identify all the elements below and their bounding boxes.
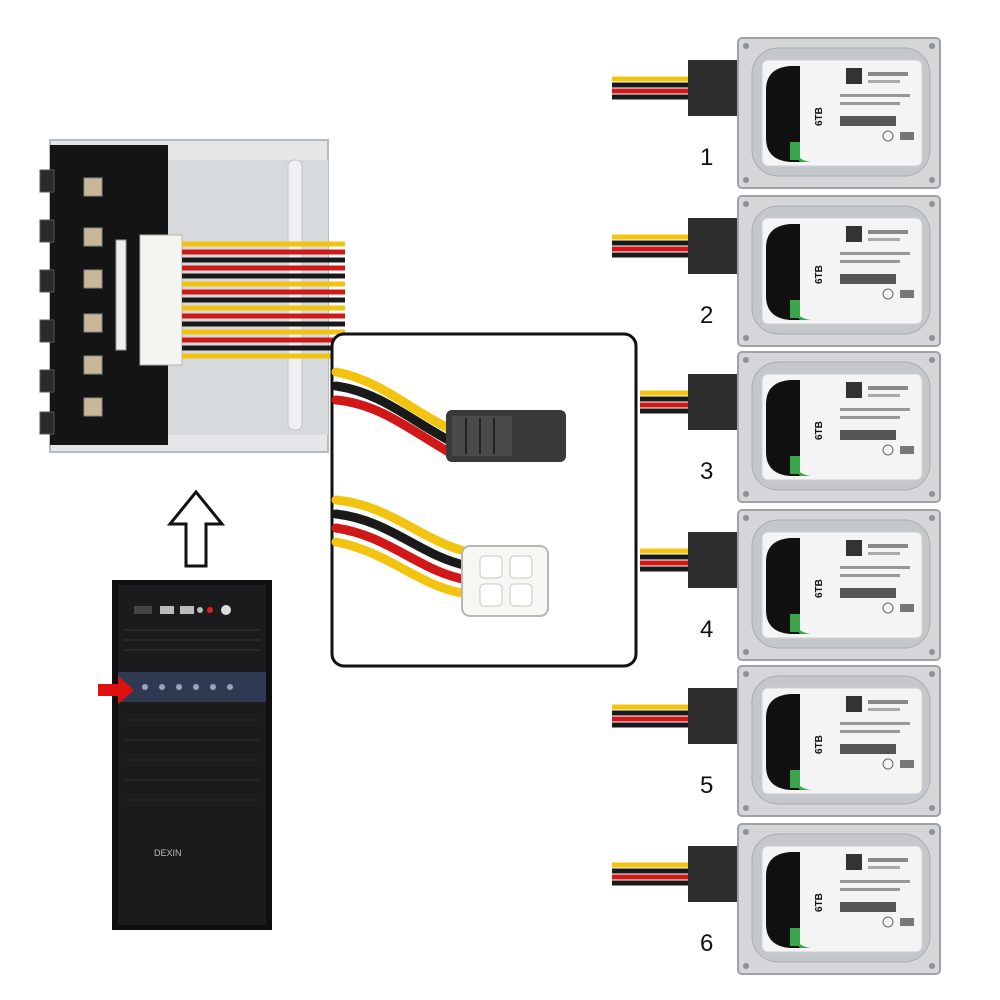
qr-code-icon xyxy=(846,68,862,84)
cert-mark-icon xyxy=(882,288,894,300)
red-arrow-icon xyxy=(98,676,134,704)
qr-code-icon xyxy=(846,382,862,398)
screw-icon xyxy=(743,829,749,835)
hard-drive: 6TB 4 xyxy=(640,509,941,661)
screw-icon xyxy=(929,671,935,677)
screw-icon xyxy=(929,201,935,207)
cert-mark-icon xyxy=(882,602,894,614)
qr-code-icon xyxy=(846,226,862,242)
cable-inset xyxy=(330,332,638,668)
barcode-icon xyxy=(840,116,896,126)
barcode-icon xyxy=(840,430,896,440)
hard-drive: 6TB 6 xyxy=(612,823,941,975)
sata-power-plug xyxy=(688,532,738,588)
drive-power-cable xyxy=(612,704,690,728)
screw-icon xyxy=(929,649,935,655)
barcode-icon xyxy=(840,274,896,284)
screw-icon xyxy=(929,43,935,49)
drive-power-cable xyxy=(640,548,690,572)
drive-number: 4 xyxy=(700,616,713,643)
drive-bay-expander xyxy=(39,139,345,453)
hard-drive: 6TB 2 xyxy=(612,195,941,347)
screw-icon xyxy=(929,963,935,969)
barcode-icon xyxy=(840,902,896,912)
qr-code-icon xyxy=(846,854,862,870)
screw-icon xyxy=(929,335,935,341)
cert-mark-icon xyxy=(882,444,894,456)
drive-number: 3 xyxy=(700,458,713,485)
hard-drive-column: 6TB 1 6TB 2 6TB 3 6TB 4 6TB 5 6TB 6 xyxy=(612,37,941,975)
screw-icon xyxy=(743,671,749,677)
screw-icon xyxy=(743,201,749,207)
sata-power-plug xyxy=(688,218,738,274)
sata-power-plug xyxy=(688,688,738,744)
hard-drive: 6TB 5 xyxy=(612,665,941,817)
drive-capacity: 6TB xyxy=(814,735,825,754)
screw-icon xyxy=(743,649,749,655)
cert-mark-icon xyxy=(882,916,894,928)
hard-drive: 6TB 3 xyxy=(640,351,941,503)
screw-icon xyxy=(929,805,935,811)
qr-code-icon xyxy=(846,540,862,556)
molex-connector-icon xyxy=(461,545,549,617)
installed-bay-panel xyxy=(118,672,266,702)
sata-power-plug xyxy=(688,846,738,902)
screw-icon xyxy=(743,357,749,363)
drive-capacity: 6TB xyxy=(814,265,825,284)
drive-power-cable xyxy=(612,862,690,886)
case-brand: DEXIN xyxy=(154,848,182,858)
screw-icon xyxy=(929,177,935,183)
drive-capacity: 6TB xyxy=(814,579,825,598)
screw-icon xyxy=(929,357,935,363)
barcode-icon xyxy=(840,588,896,598)
drive-power-cable xyxy=(612,76,690,100)
screw-icon xyxy=(743,515,749,521)
barcode-icon xyxy=(840,744,896,754)
drive-number: 1 xyxy=(700,144,713,171)
drive-capacity: 6TB xyxy=(814,107,825,126)
drive-capacity: 6TB xyxy=(814,893,825,912)
pc-tower: DEXIN xyxy=(112,580,272,930)
bay-wires xyxy=(182,241,345,359)
screw-icon xyxy=(743,335,749,341)
qr-code-icon xyxy=(846,696,862,712)
drive-power-cable xyxy=(612,234,690,258)
cert-mark-icon xyxy=(882,758,894,770)
drive-number: 2 xyxy=(700,302,713,329)
screw-icon xyxy=(743,805,749,811)
screw-icon xyxy=(929,829,935,835)
drive-power-cable xyxy=(640,390,690,414)
cert-mark-icon xyxy=(882,130,894,142)
screw-icon xyxy=(743,491,749,497)
screw-icon xyxy=(743,43,749,49)
screw-icon xyxy=(929,515,935,521)
screw-icon xyxy=(743,177,749,183)
drive-number: 5 xyxy=(700,772,713,799)
sata-connector-icon xyxy=(446,410,566,462)
sata-power-plug xyxy=(688,60,738,116)
screw-icon xyxy=(929,491,935,497)
drive-number: 6 xyxy=(700,930,713,957)
up-arrow-icon xyxy=(166,489,226,568)
drive-capacity: 6TB xyxy=(814,421,825,440)
bay-power-switches xyxy=(39,169,55,435)
hard-drive: 6TB 1 xyxy=(612,37,941,189)
sata-power-plug xyxy=(688,374,738,430)
screw-icon xyxy=(743,963,749,969)
